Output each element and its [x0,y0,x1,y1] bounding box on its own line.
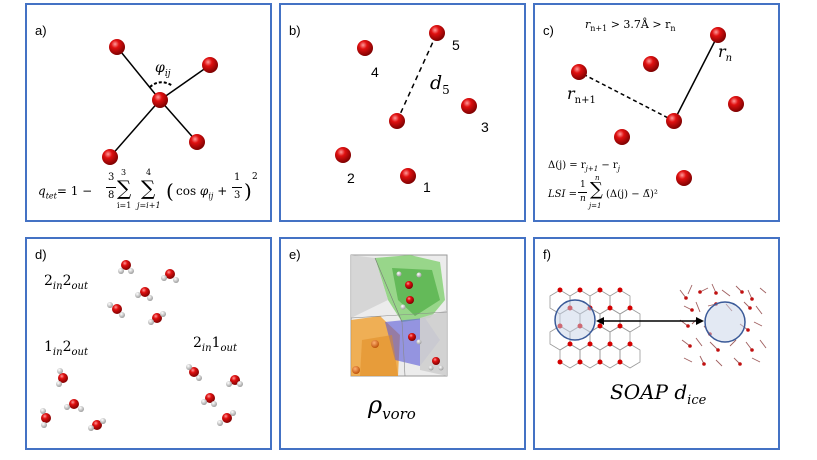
panel-b [279,3,526,222]
panel-a-label: a) [35,23,47,38]
hbond-label-2in2out: 2in2out [44,273,88,292]
panel-f [533,237,780,450]
qtet-formula: qtet= 1 − 3 8 3 ∑ i=1 4 ∑ j=i+1 ( cos φi… [38,168,258,210]
distance-diagram [335,25,477,184]
distance-label: d5 [430,72,450,97]
tetrahedral-diagram [102,39,218,165]
soap-label: SOAP dice [610,380,707,408]
hbond-label-2in1out: 2in1out [193,335,237,354]
panel-f-label: f) [543,247,551,262]
rn-label: rn [718,42,733,65]
atom-number-2: 2 [347,170,355,186]
voronoi-render [350,254,448,377]
atom-number-4: 4 [371,64,379,80]
atom-number-5: 5 [452,37,460,53]
lsi-diagram [571,27,744,186]
angle-label: φij [155,60,171,79]
liquid-environment-circle [704,301,746,343]
lsi-condition: rn+1 > 3.7Å > rn [585,18,676,34]
arrow-head-right [696,317,704,325]
panel-c-label: c) [543,23,554,38]
hbond-label-1in2out: 1in2out [44,339,88,358]
rho-voro-label: ρvoro [368,391,416,423]
arrow-head-left [596,317,604,325]
rn1-label: rn+1 [567,84,596,107]
delta-definition: Δ(j) = rj+1 − rj [548,160,620,173]
panel-c [533,3,780,222]
water-molecules [40,260,243,431]
atom-number-3: 3 [481,119,489,135]
panel-e-label: e) [289,247,301,262]
atom-number-1: 1 [423,179,431,195]
panel-b-label: b) [289,23,301,38]
lsi-formula: LSI = 1 n n ∑ j=1 (Δ(j) − Δ̄)² [548,174,658,210]
panel-d-label: d) [35,247,47,262]
ice-environment-circle [554,299,596,341]
